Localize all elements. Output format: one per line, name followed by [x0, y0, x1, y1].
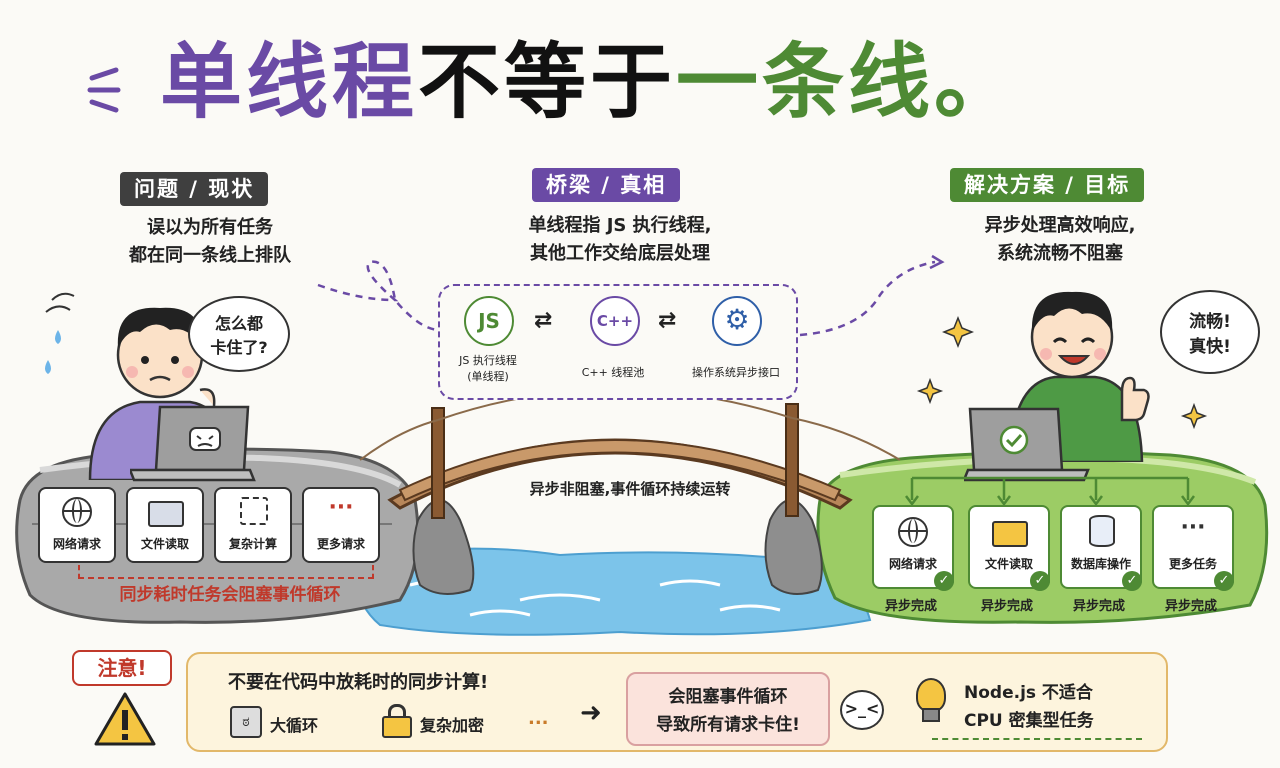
- left-task-more-label: 更多请求: [316, 537, 365, 551]
- left-desc-line-1: 误以为所有任务: [147, 217, 273, 238]
- middle-desc-line-1: 单线程指 JS 执行线程,: [528, 215, 712, 236]
- right-task-network: 网络请求 ✓: [872, 505, 954, 591]
- left-task-compute-label: 复杂计算: [228, 537, 277, 551]
- left-speech-bubble: 怎么都 卡住了?: [188, 296, 290, 372]
- done-label: 异步完成: [884, 599, 937, 614]
- done-label: 异步完成: [980, 599, 1033, 614]
- attention-label: 注意!: [97, 656, 147, 680]
- attention-badge: 注意!: [72, 650, 172, 686]
- globe-icon: [62, 497, 92, 527]
- cpu-stressed-icon: ಠ: [230, 706, 262, 738]
- check-badge-icon: ✓: [1214, 571, 1234, 591]
- folder-icon: [148, 501, 184, 527]
- middle-desc-line-2: 其他工作交给底层处理: [530, 243, 710, 264]
- right-task-more-label: 更多任务: [1168, 557, 1217, 571]
- js-thread-label-line-1: JS 执行线程: [459, 354, 517, 367]
- left-task-more: ··· 更多请求: [302, 487, 380, 563]
- left-task-network-label: 网络请求: [52, 537, 101, 551]
- warning-text: 不要在代码中放耗时的同步计算!: [228, 672, 489, 693]
- left-task-compute: 复杂计算: [214, 487, 292, 563]
- left-task-file: 文件读取: [126, 487, 204, 563]
- middle-description: 单线程指 JS 执行线程, 其他工作交给底层处理: [470, 212, 770, 268]
- middle-section-tag: 桥梁 / 真相: [532, 168, 681, 202]
- laptop-sad-icon: [130, 405, 256, 482]
- sparkle-icon: [941, 315, 975, 349]
- database-icon: [1089, 515, 1115, 547]
- folder-icon: [992, 521, 1028, 547]
- architecture-box: JS JS 执行线程 (单线程) ⇄ C++ C++ 线程池 ⇄ ⚙ 操作系统异…: [438, 284, 798, 400]
- left-task-file-label: 文件读取: [140, 537, 189, 551]
- right-task-file: 文件读取 ✓: [968, 505, 1050, 591]
- sparkle-icon: [916, 377, 944, 405]
- sparkle-icon: [1180, 402, 1208, 430]
- right-task-more: ··· 更多任务 ✓: [1152, 505, 1234, 591]
- right-task-database: 数据库操作 ✓: [1060, 505, 1142, 591]
- right-description: 异步处理高效响应, 系统流畅不阻塞: [930, 212, 1190, 268]
- check-badge-icon: ✓: [934, 571, 954, 591]
- left-bubble-line-1: 怎么都: [214, 314, 263, 333]
- distribution-arrows: [905, 476, 1195, 507]
- gear-icon: ⚙: [712, 296, 762, 346]
- os-async-label: 操作系统异步接口: [692, 366, 780, 379]
- check-badge-icon: ✓: [1122, 571, 1142, 591]
- result-box: 会阻塞事件循环 导致所有请求卡住!: [626, 672, 830, 746]
- title-part-3: 一条线。: [676, 35, 1021, 130]
- blocking-bracket: [78, 565, 374, 579]
- left-blocking-caption: 同步耗时任务会阻塞事件循环: [119, 585, 341, 605]
- right-bubble-line-1: 流畅!: [1189, 312, 1231, 332]
- left-section-tag: 问题 / 现状: [120, 172, 269, 206]
- double-arrow-icon: ⇄: [658, 308, 677, 333]
- ellipsis-icon: ···: [1180, 515, 1206, 540]
- left-task-network: 网络请求: [38, 487, 116, 563]
- check-badge-icon: ✓: [1030, 571, 1050, 591]
- example-ellipsis: ...: [528, 708, 549, 729]
- lightbulb-icon: [916, 678, 946, 712]
- tip-line-2: CPU 密集型任务: [964, 711, 1094, 731]
- page-title: 单线程 不等于 一条线。: [80, 28, 1200, 138]
- arrow-right-icon: ➜: [580, 698, 602, 728]
- right-task-row: 网络请求 ✓ 文件读取 ✓ 数据库操作 ✓ ··· 更多任务 ✓ 异步完成 异步…: [872, 505, 1234, 615]
- right-desc-line-2: 系统流畅不阻塞: [997, 243, 1123, 264]
- js-icon-text: JS: [478, 309, 500, 333]
- done-label: 异步完成: [1164, 599, 1217, 614]
- left-description: 误以为所有任务 都在同一条线上排队: [80, 214, 340, 270]
- right-bubble-line-2: 真快!: [1189, 337, 1231, 357]
- left-desc-line-2: 都在同一条线上排队: [129, 245, 291, 266]
- compute-grid-icon: [240, 497, 268, 525]
- result-line-1: 会阻塞事件循环: [668, 687, 788, 707]
- globe-icon: [898, 517, 928, 547]
- js-thread-label-line-2: (单线程): [467, 370, 509, 383]
- cpp-icon-text: C++: [596, 312, 634, 330]
- js-icon: JS: [464, 296, 514, 346]
- js-thread-label: JS 执行线程 (单线程): [438, 352, 538, 384]
- warning-note-box: 不要在代码中放耗时的同步计算! ಠ 大循环 复杂加密 ... ➜ 会阻塞事件循环…: [186, 652, 1168, 752]
- right-task-network-label: 网络请求: [888, 557, 937, 571]
- bridge-caption: 异步非阻塞,事件循环持续运转: [529, 480, 731, 498]
- right-task-database-label: 数据库操作: [1070, 557, 1131, 571]
- done-label: 异步完成: [1072, 599, 1125, 614]
- title-part-1: 单线程: [160, 35, 419, 130]
- double-arrow-icon: ⇄: [534, 308, 553, 333]
- lock-icon: [382, 704, 412, 738]
- tip-underline: [932, 738, 1142, 740]
- example-encryption: 复杂加密: [420, 716, 485, 735]
- cpp-pool-label: C++ 线程池: [581, 366, 645, 379]
- title-part-2: 不等于: [418, 35, 677, 130]
- thumbs-up-icon: [1120, 376, 1150, 422]
- right-speech-bubble: 流畅! 真快!: [1160, 290, 1260, 374]
- ellipsis-icon: ···: [328, 495, 354, 520]
- right-task-file-label: 文件读取: [984, 557, 1033, 571]
- example-big-loop: 大循环: [270, 716, 319, 735]
- frustrated-face-icon: >_<: [840, 690, 884, 730]
- right-desc-line-1: 异步处理高效响应,: [984, 215, 1136, 236]
- tip-line-1: Node.js 不适合: [964, 683, 1093, 703]
- left-bubble-line-2: 卡住了?: [210, 338, 268, 357]
- result-line-2: 导致所有请求卡住!: [656, 715, 800, 735]
- left-task-row: 网络请求 文件读取 复杂计算 ··· 更多请求: [32, 487, 392, 563]
- right-section-tag: 解决方案 / 目标: [950, 168, 1145, 202]
- cpp-icon: C++: [590, 296, 640, 346]
- warning-icon: [94, 692, 156, 746]
